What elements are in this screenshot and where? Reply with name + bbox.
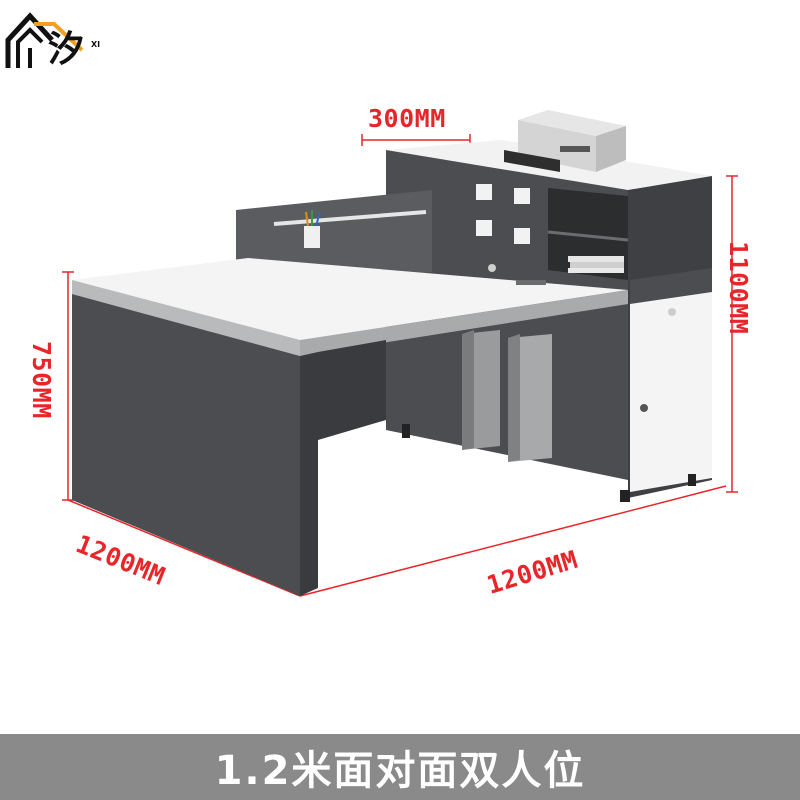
- dimension-desk-height: 750MM: [27, 341, 56, 419]
- product-caption: 1.2米面对面双人位: [214, 748, 586, 794]
- house-roof-icon: [5, 12, 84, 68]
- desk-panels: [72, 294, 386, 596]
- logo-glyph: 汐: [48, 29, 85, 70]
- printer: [504, 110, 626, 172]
- logo-subtext: XI: [91, 40, 101, 49]
- caption-bar: 1.2米面对面双人位: [0, 734, 800, 800]
- dimension-hutch-height: 1100MM: [724, 241, 753, 335]
- power-sockets: [476, 184, 530, 244]
- books-on-shelf: [568, 256, 624, 273]
- dimension-hutch-depth: 300MM: [368, 104, 446, 133]
- desk-top: [72, 258, 628, 356]
- pc-towers: [462, 330, 552, 462]
- dimension-lines: [62, 134, 738, 597]
- brand-logo: 汐 XI: [4, 10, 124, 74]
